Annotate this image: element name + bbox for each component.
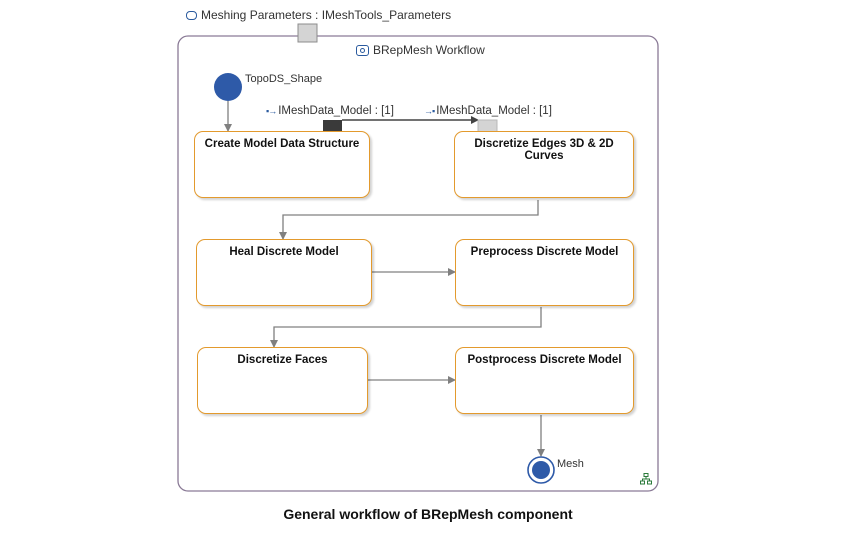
end-node-label: Mesh — [557, 458, 584, 470]
parameter-pin[interactable] — [297, 23, 318, 43]
parameter-label: Meshing Parameters : IMeshTools_Paramete… — [201, 8, 452, 22]
figure-caption: General workflow of BRepMesh component — [283, 506, 573, 522]
output-pin-label: ▪→ IMeshData_Model : [1] — [266, 105, 394, 117]
input-pin-label: →▪ IMeshData_Model : [1] — [424, 105, 552, 117]
output-pin-text: IMeshData_Model : [1] — [278, 105, 394, 117]
diagram-hierarchy-icon[interactable] — [640, 473, 652, 485]
edge-preprocess-to-faces — [270, 307, 542, 348]
parameter-node-icon — [186, 10, 197, 20]
frame-title: BRepMesh Workflow — [356, 43, 485, 57]
action-discretize-edges[interactable]: Discretize Edges 3D & 2D Curves — [454, 131, 634, 198]
end-node-inner — [532, 461, 550, 479]
output-pin-icon: ▪→ — [266, 106, 277, 116]
action-postprocess-discrete-model[interactable]: Postprocess Discrete Model — [455, 347, 634, 414]
action-heal-discrete-model[interactable]: Heal Discrete Model — [196, 239, 372, 306]
action-discretize-faces[interactable]: Discretize Faces — [197, 347, 368, 414]
frame-title-text: BRepMesh Workflow — [373, 43, 485, 57]
parameter-node[interactable]: Meshing Parameters : IMeshTools_Paramete… — [186, 8, 451, 22]
workflow-activity-icon — [356, 44, 369, 56]
edge-edges-to-heal — [279, 200, 539, 240]
action-create-model-data-structure[interactable]: Create Model Data Structure — [194, 131, 370, 198]
start-node[interactable] — [214, 73, 242, 101]
input-pin-icon: →▪ — [424, 106, 435, 116]
input-pin-text: IMeshData_Model : [1] — [436, 105, 552, 117]
action-preprocess-discrete-model[interactable]: Preprocess Discrete Model — [455, 239, 634, 306]
start-node-label: TopoDS_Shape — [245, 73, 323, 85]
